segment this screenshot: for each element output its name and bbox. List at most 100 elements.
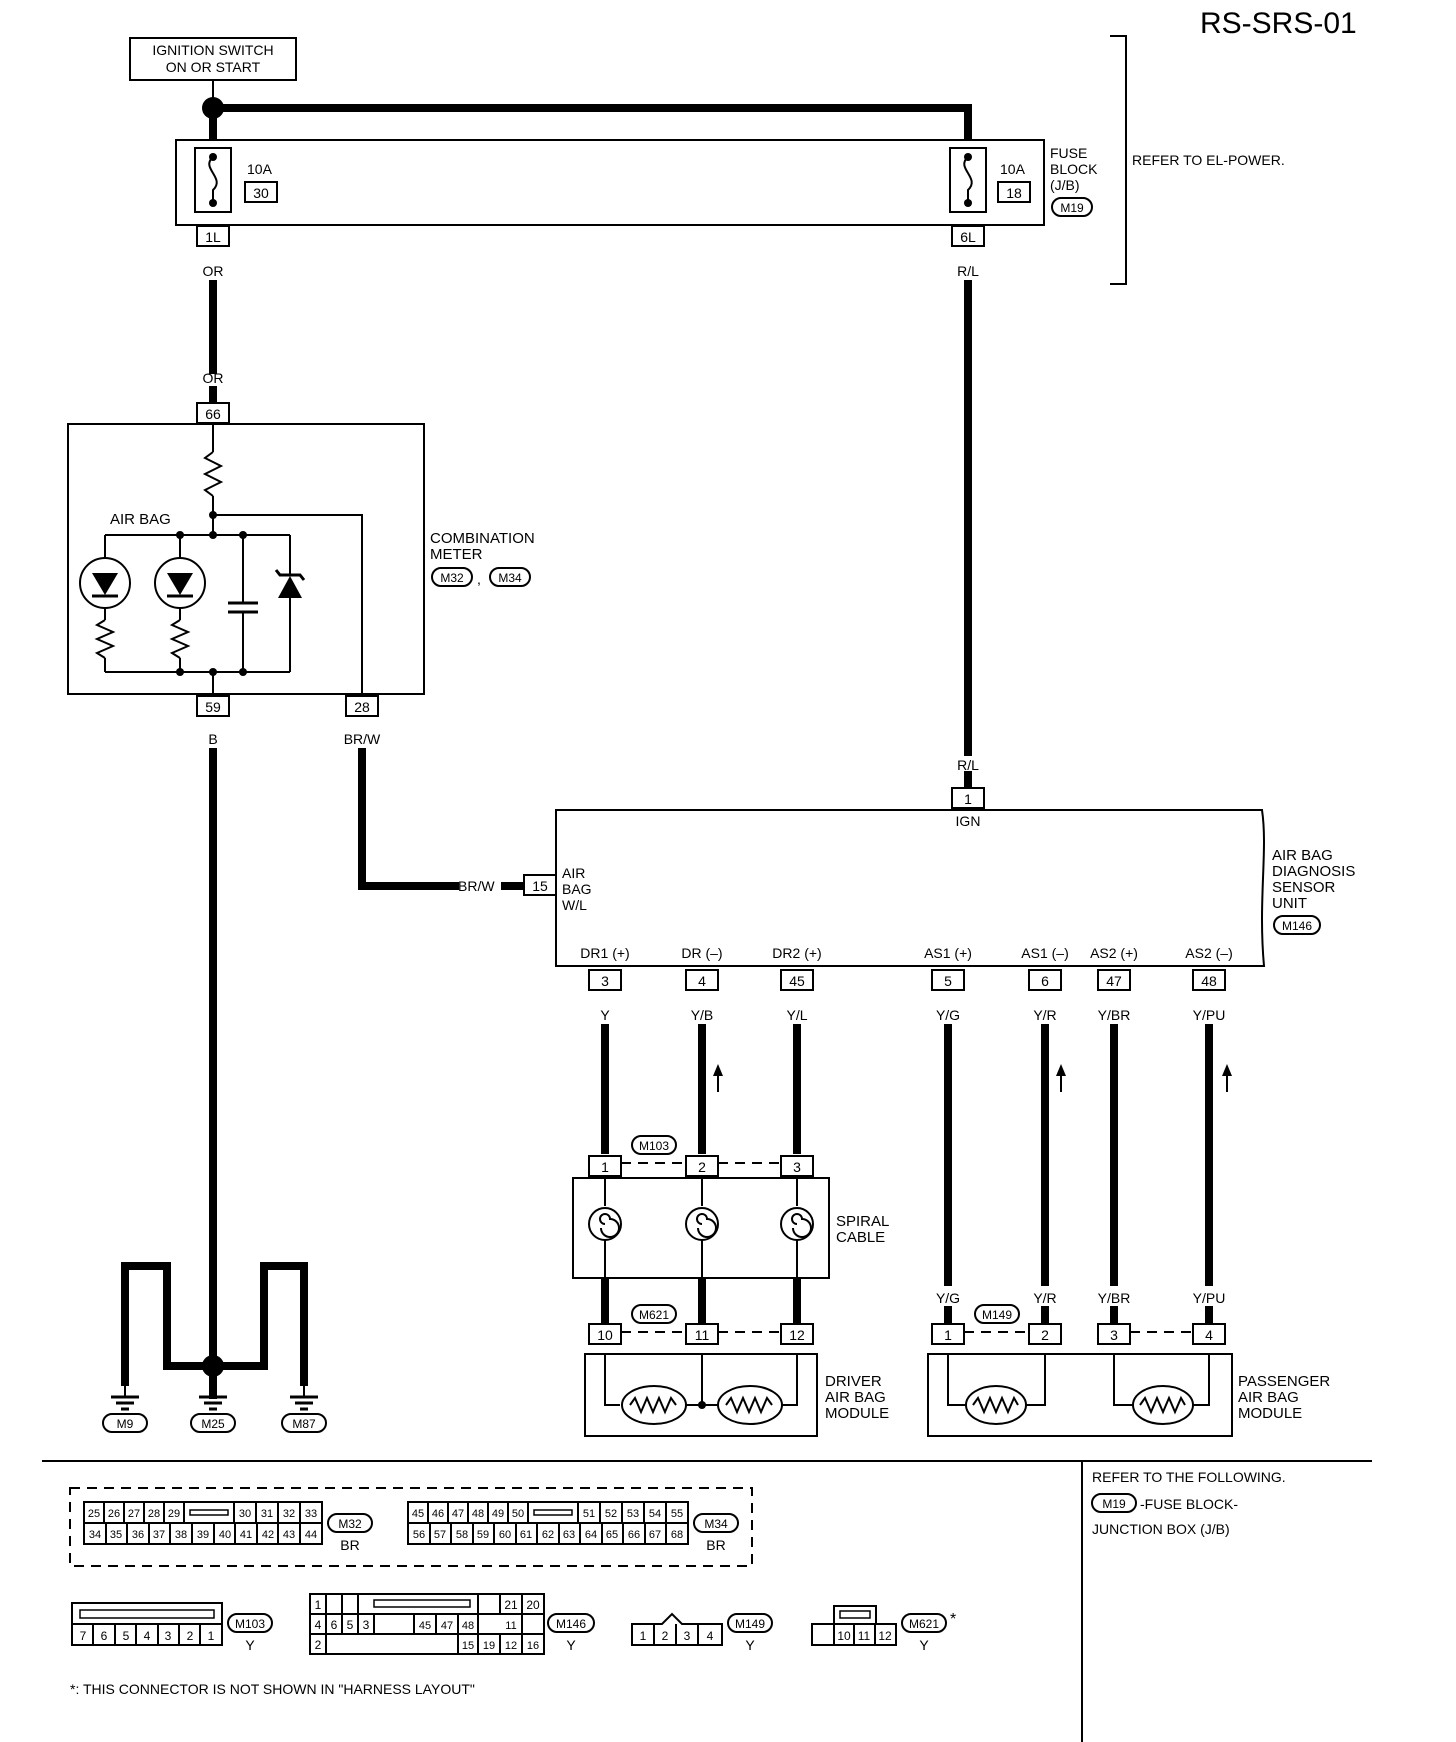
fuse-block-label-2: BLOCK xyxy=(1050,161,1098,177)
m146-pin-48: 48 xyxy=(462,1620,474,1632)
pin-number-label: 58 xyxy=(456,1529,468,1541)
pin-number-label: 29 xyxy=(168,1508,180,1520)
refer-el-power: REFER TO EL-POWER. xyxy=(1132,152,1285,168)
pin-number-label: 5 xyxy=(123,1629,130,1643)
pin-number-label: 4 xyxy=(144,1629,151,1643)
ground-wire-label-left: B xyxy=(162,1304,171,1320)
pin-number-label: 7 xyxy=(80,1629,87,1643)
wire-label-or-top: OR xyxy=(203,263,224,279)
pin-number-label: 57 xyxy=(434,1529,446,1541)
airbag-wl-label-2: BAG xyxy=(562,881,592,897)
m146-pin-5: 5 xyxy=(347,1618,354,1632)
spiral-coil-icon xyxy=(588,1178,622,1278)
pin-number-label: 68 xyxy=(671,1529,683,1541)
sensor-unit-label-2: DIAGNOSIS xyxy=(1272,863,1355,880)
pin-number-label: 60 xyxy=(499,1529,511,1541)
pin-number-label: 40 xyxy=(219,1529,231,1541)
pin-number-label: 44 xyxy=(305,1529,317,1541)
passenger-pin-1: 1 xyxy=(944,1327,952,1343)
m621-name: M621 xyxy=(909,1617,939,1631)
connector-face-m621: 10 11 12 M621 * Y xyxy=(811,1605,956,1653)
pin-number-label: 64 xyxy=(585,1529,597,1541)
fuse-30-number: 30 xyxy=(253,185,269,201)
fuse-18-amp: 10A xyxy=(1000,161,1026,177)
pin-48: 48 xyxy=(1201,973,1217,989)
air-bag-diagnosis-sensor-unit: 1 IGN 15 AIR BAG W/L AIR BAG DIAGNOSIS S… xyxy=(523,787,1355,967)
wire-label-yg: Y/G xyxy=(936,1007,960,1023)
wire-label-yl: Y/L xyxy=(786,1007,807,1023)
meter-connector-sep: , xyxy=(477,571,481,587)
spiral-cable: 1 2 3 M103 SPIRAL CABLE xyxy=(572,1135,889,1279)
m146-pin-12: 12 xyxy=(505,1640,517,1652)
connector-face-m103: 7 6 5 4 3 2 1 M103 Y xyxy=(71,1602,273,1653)
sensor-unit-label-4: UNIT xyxy=(1272,895,1307,912)
pin-number-label: 54 xyxy=(649,1508,661,1520)
m621-mark: * xyxy=(950,1611,956,1628)
terminal-label-as2m: AS2 (–) xyxy=(1185,945,1232,961)
pin-number-label: 66 xyxy=(628,1529,640,1541)
ground-network: B B B B B M9 M25 M87 xyxy=(102,1262,327,1433)
sensor-unit-label-1: AIR BAG xyxy=(1272,847,1333,864)
terminal-label-dr2p: DR2 (+) xyxy=(772,945,821,961)
m103-color: Y xyxy=(245,1637,255,1653)
ignition-line2: ON OR START xyxy=(166,59,261,75)
pin-45: 45 xyxy=(789,973,805,989)
m149-color: Y xyxy=(745,1637,755,1653)
wire-label-ybr: Y/BR xyxy=(1098,1007,1131,1023)
fuse-18-number: 18 xyxy=(1006,185,1022,201)
spiral-label-1: SPIRAL xyxy=(836,1213,889,1230)
connector-face-m32: 25 26 27 28 29 30 31 32 33 34 35 36 37 3… xyxy=(83,1501,373,1553)
pin-15: 15 xyxy=(532,878,548,894)
spiral-label-2: CABLE xyxy=(836,1229,885,1246)
meter-connector-m32: M32 xyxy=(440,571,464,585)
ground-wire-label-right: B xyxy=(259,1304,268,1320)
terminal-label-as1p: AS1 (+) xyxy=(924,945,972,961)
ground-wire-label-m87: B xyxy=(299,1367,308,1383)
pin-number-label: 61 xyxy=(520,1529,532,1541)
pin-3: 3 xyxy=(601,973,609,989)
m621-color: Y xyxy=(919,1637,929,1653)
pin-1-ign: 1 xyxy=(964,791,972,807)
pin-number-label: 11 xyxy=(858,1629,871,1643)
pin-number-label: 27 xyxy=(128,1508,140,1520)
wire-label-yb: Y/B xyxy=(691,1007,714,1023)
m34-row2: 56 57 58 59 60 61 62 63 64 65 66 67 68 xyxy=(413,1523,683,1544)
spiral-pin-2: 2 xyxy=(698,1159,706,1175)
refer-following: REFER TO THE FOLLOWING. M19 -FUSE BLOCK-… xyxy=(1091,1469,1286,1537)
m146-pin-3: 3 xyxy=(363,1618,370,1632)
pin-number-label: 36 xyxy=(132,1529,144,1541)
spiral-coil-icon xyxy=(780,1178,814,1278)
pin-number-label: 28 xyxy=(148,1508,160,1520)
connector-face-m34: 45 46 47 48 49 50 51 52 53 54 55 56 57 5… xyxy=(407,1501,739,1553)
wire-label-b-meter: B xyxy=(208,731,217,747)
air-bag-lamp-label: AIR BAG xyxy=(110,511,171,528)
pin-5: 5 xyxy=(944,973,952,989)
ignition-line1: IGNITION SWITCH xyxy=(152,42,273,58)
m146-pin-1: 1 xyxy=(315,1598,322,1612)
pin-number-label: 10 xyxy=(837,1629,851,1643)
connector-face-m146: 1 21 20 4 6 5 3 45 47 48 11 2 15 19 12 1… xyxy=(309,1593,595,1655)
pin-number-label: 35 xyxy=(110,1529,122,1541)
driver-pin-10: 10 xyxy=(597,1327,613,1343)
terminal-label-dr1p: DR1 (+) xyxy=(580,945,629,961)
ground-icon xyxy=(290,1384,318,1411)
fuse-block: 10A 30 10A 18 FUSE BLOCK (J/B) M19 xyxy=(175,139,1098,226)
pin-number-label: 31 xyxy=(261,1508,273,1520)
m146-color: Y xyxy=(566,1637,576,1653)
ground-connector-m87: M87 xyxy=(292,1417,316,1431)
wire-label-ypu: Y/PU xyxy=(1193,1007,1226,1023)
m146-name: M146 xyxy=(556,1617,586,1631)
pass-wire-label-ypu: Y/PU xyxy=(1193,1290,1226,1306)
sensor-unit-connector: M146 xyxy=(1282,919,1312,933)
pin-number-label: 43 xyxy=(283,1529,295,1541)
meter-connectors-group xyxy=(69,1487,753,1567)
fuse-30-amp: 10A xyxy=(247,161,273,177)
passenger-label-3: MODULE xyxy=(1238,1405,1302,1422)
pin-number-label: 65 xyxy=(606,1529,618,1541)
pin-4: 4 xyxy=(698,973,706,989)
pin-number-label: 45 xyxy=(412,1508,424,1520)
passenger-pin-2: 2 xyxy=(1041,1327,1049,1343)
pin-number-label: 47 xyxy=(452,1508,464,1520)
arrow-up-icon xyxy=(713,1064,723,1092)
m146-pin-21: 21 xyxy=(504,1598,518,1612)
